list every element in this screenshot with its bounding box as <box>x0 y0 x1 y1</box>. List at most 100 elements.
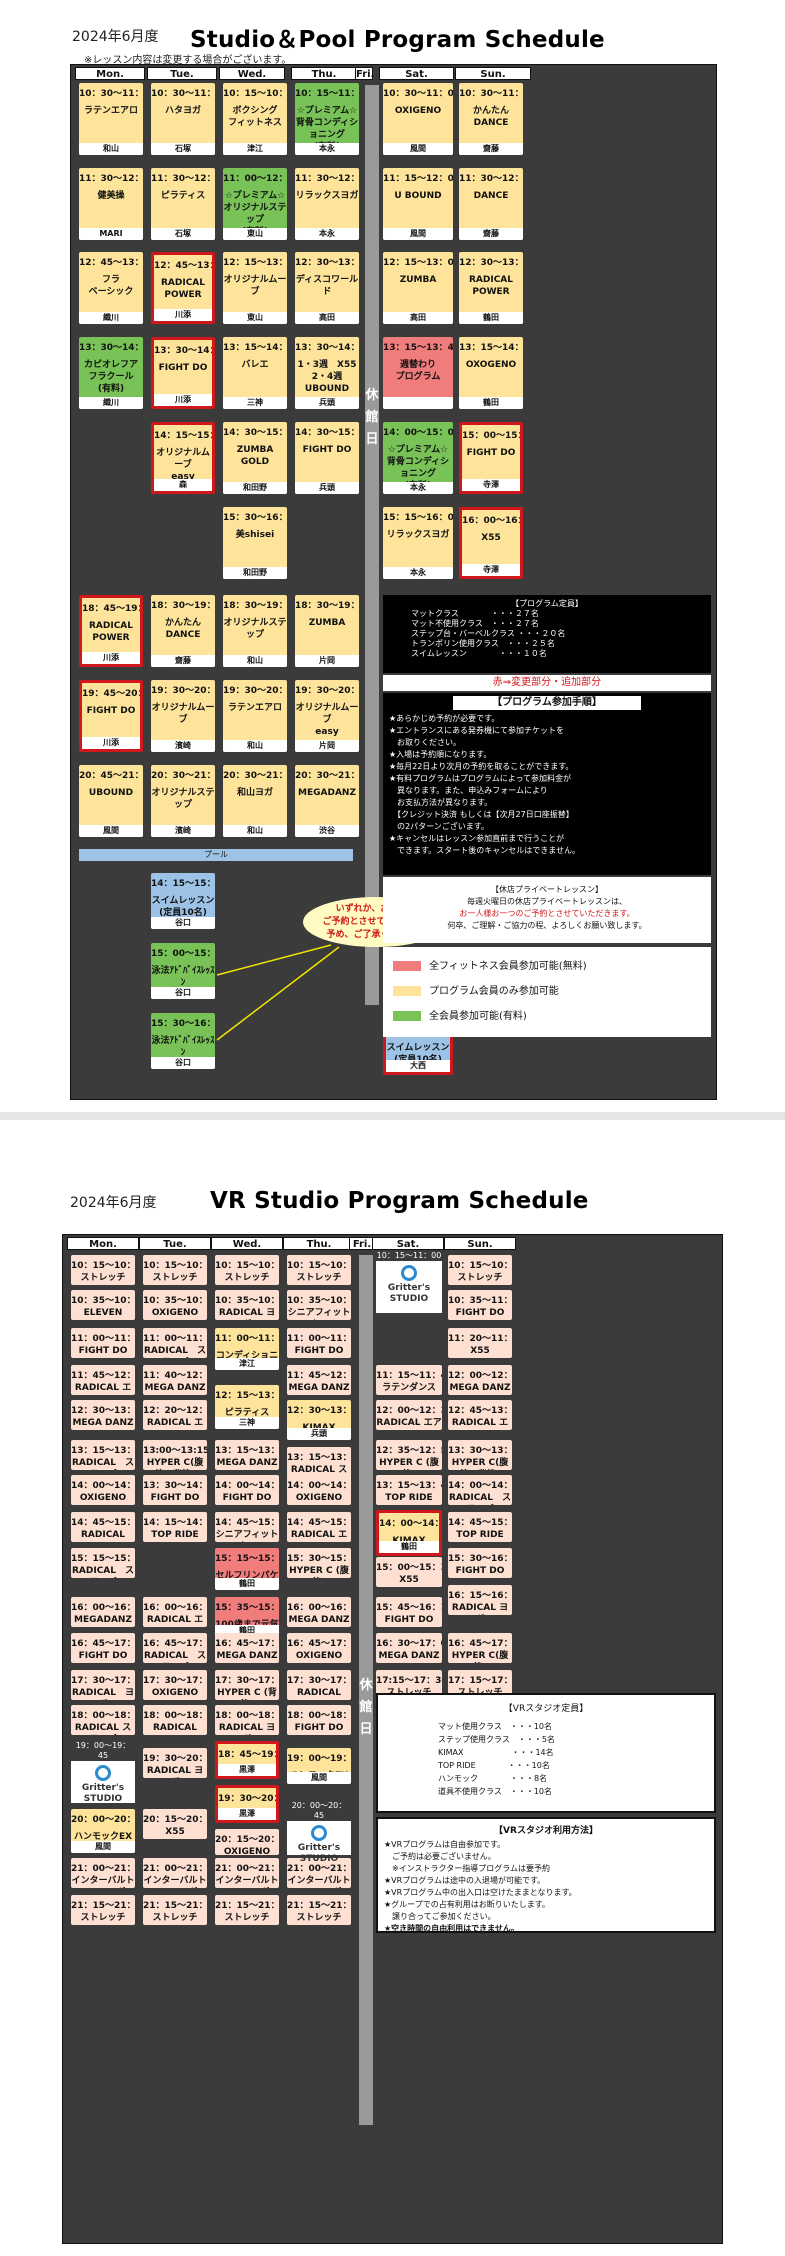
class-card: 11：30～12：30健美操MARI <box>79 168 143 240</box>
closed-day-label: 休館日 <box>359 1255 373 2125</box>
class-time: 14：45～15：15 <box>448 1518 512 1528</box>
class-instructor: 片岡 <box>295 740 359 752</box>
class-time: 20：00～20：30 <box>71 1815 135 1825</box>
class-time: 17：30～17：45 <box>215 1676 279 1686</box>
class-time: 21：00～21：15 <box>143 1864 207 1874</box>
class-time: 14：00～14：45 <box>379 1519 439 1529</box>
class-name: インターバルトレーニング <box>143 1876 207 1886</box>
class-time: 15：15～16：00 <box>383 513 453 523</box>
class-time: 11：15～12：00 <box>383 174 453 184</box>
class-name: 1・3週 X55 2・4週 UBOUND <box>297 360 357 394</box>
class-time: 14：30～15：15 <box>295 428 359 438</box>
class-time: 13：15～13：45 <box>215 1446 279 1456</box>
class-card: 16：45～17：15RADICAL ステップ <box>143 1633 207 1663</box>
procedure-row: ★毎月22日より次月の予約を取ることができます。 <box>389 762 574 771</box>
class-name: ELEVEN <box>83 1308 123 1318</box>
class-time: 16：45～17：15 <box>143 1639 207 1649</box>
class-name: U BOUND <box>394 191 442 201</box>
class-instructor: 風間 <box>383 228 453 240</box>
class-name: ボクシング フィットネス <box>228 106 282 128</box>
class-card: 13：30～14：00FIGHT DO <box>143 1475 207 1505</box>
class-instructor: 和山 <box>223 655 287 667</box>
class-card: 20：30～21：15オリジナルステップ濱崎 <box>151 765 215 837</box>
class-card: 16：00～16：30MEGA DANZ <box>287 1597 351 1627</box>
class-time: 18：30～19：15 <box>151 601 215 611</box>
class-name: FIGHT DO <box>384 1615 434 1625</box>
class-instructor: 黒澤 <box>218 1764 276 1776</box>
class-instructor: 東山 <box>223 228 287 240</box>
legend-row: 全フィットネス会員参加可能(無料) <box>393 957 711 972</box>
class-name: ラテンダンス <box>382 1383 436 1393</box>
class-time: 10：15～10：45 <box>223 89 287 99</box>
class-name: UBOUND <box>88 788 134 798</box>
class-card: 14：00～15：00☆プレミアム☆ 背骨コンディショニング (有料)本永 <box>383 422 453 494</box>
vr-usage-row: 譲り合ってご参加ください。 <box>384 1912 496 1921</box>
gritters-logo-icon <box>311 1825 327 1841</box>
class-card: 16：45～17：15MEGA DANZ <box>215 1633 279 1663</box>
class-time: 19：00～19：30 <box>287 1754 351 1764</box>
class-name: ラテンエアロ <box>83 106 138 116</box>
class-name: RADICAL エアロ <box>146 1615 204 1625</box>
class-name: X55 <box>481 533 501 543</box>
class-card: 10：30～11：15ハタヨガ石塚 <box>151 83 215 155</box>
class-name: RADICAL エアロ <box>146 1418 204 1428</box>
class-instructor <box>383 397 453 409</box>
class-card: 16：00～16：45X55寺澤 <box>459 507 523 579</box>
day-header: Thu. <box>283 1237 355 1250</box>
class-instructor: 谷口 <box>151 987 215 999</box>
class-time: 11：30～12：30 <box>151 174 215 184</box>
class-time: 13：15～14：00 <box>459 343 523 353</box>
class-card: 10：35～10：50シニアフィットネス <box>287 1290 351 1320</box>
class-card: 13：15～14：00OXOGENO鶴田 <box>459 337 523 409</box>
procedure-row: の2パターンございます。 <box>389 822 489 831</box>
class-name: MEGA DANZ <box>144 1383 206 1393</box>
class-time: 12：00～12：30 <box>448 1371 512 1381</box>
class-name: オリジナルステップ <box>151 788 215 810</box>
class-time: 12：45～13：15 <box>154 261 212 271</box>
day-header: Sun. <box>444 1237 516 1250</box>
legend-label: 全会員参加可能(有料) <box>429 1011 527 1022</box>
class-card: 16：00～16：30RADICAL エアロ <box>143 1597 207 1627</box>
class-card: 10：35～10：50RADICAL ヨガ <box>215 1290 279 1320</box>
class-time: 10：35～10：50 <box>143 1296 207 1306</box>
class-name: OXIGENO <box>295 1651 343 1661</box>
class-card: 11：45～12：15MEGA DANZ <box>287 1365 351 1395</box>
class-time: 10：15～10：30 <box>143 1261 207 1271</box>
vr-capacity-row: TOP RIDE ・・・10名 <box>438 1761 550 1770</box>
class-card: 13：15～13：45TOP RIDE <box>376 1475 442 1505</box>
class-time: 10：30～11：15 <box>459 89 523 99</box>
class-time: 21：15～21：30 <box>287 1901 351 1911</box>
class-card: 15：35～15：50100歳まで元気に動く 体づくり鶴田 <box>215 1597 279 1637</box>
class-time: 13：30～14：15 <box>295 343 359 353</box>
capacity-row: ステップ台・バーベルクラス ・・・２０名 <box>411 629 566 638</box>
class-card: 14：15～15：00スイムレッスン (定員10名)谷口 <box>151 873 215 929</box>
class-instructor: 川添 <box>154 394 212 406</box>
class-time: 10：15～10：30 <box>448 1261 512 1271</box>
class-time: 12：30～13：00 <box>459 258 523 268</box>
class-name: ZUMBA GOLD <box>236 445 274 467</box>
class-card: 18：00～18：30RADICAL ステップ <box>71 1705 135 1735</box>
legend-swatch <box>393 961 421 971</box>
class-card: 12：00～12：30RADICAL エアロ <box>376 1400 442 1430</box>
class-time: 21：00～21：15 <box>71 1864 135 1874</box>
class-time: 14：15～15：00 <box>151 879 215 889</box>
class-time: 11：20～11：50 <box>448 1334 512 1344</box>
class-instructor: 和山 <box>79 143 143 155</box>
class-time: 10：35～10：50 <box>287 1296 351 1306</box>
class-time: 10：15～11：15 <box>295 89 359 99</box>
class-time: 21：15～21：30 <box>143 1901 207 1911</box>
class-time: 11：30～12：30 <box>79 174 143 184</box>
class-instructor: 本永 <box>295 143 359 155</box>
class-instructor: 風間 <box>383 143 453 155</box>
legend-label: プログラム会員のみ参加可能 <box>429 986 559 997</box>
class-time: 14：00～14：30 <box>215 1481 279 1491</box>
class-card: 14：00～14：30FIGHT DO <box>215 1475 279 1505</box>
class-card: 15：30～16：00FIGHT DO <box>448 1548 512 1578</box>
class-name: FIGHT DO <box>302 445 352 455</box>
class-time: 17：30～17：45 <box>287 1676 351 1686</box>
class-name: ストレッチ <box>296 1273 342 1283</box>
class-name: リラックスヨガ <box>295 191 359 201</box>
